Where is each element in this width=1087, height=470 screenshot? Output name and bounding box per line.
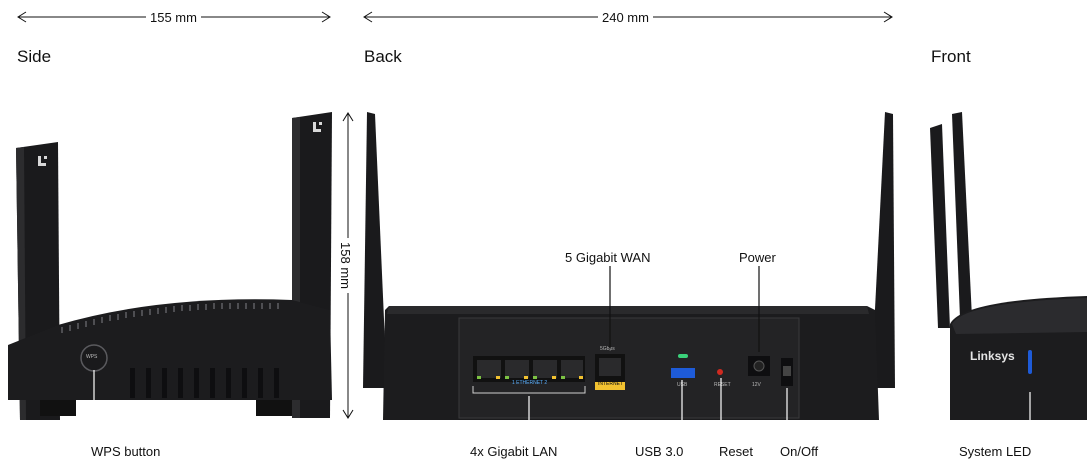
- internet-port-label: INTERNET: [598, 381, 623, 387]
- depth-dimension-label: 155 mm: [146, 10, 201, 25]
- system-led-callout: System LED: [959, 444, 1032, 459]
- wps-button-callout: WPS button: [91, 444, 161, 459]
- router-side-view: [8, 112, 332, 420]
- front-view-label: Front: [931, 47, 971, 66]
- ethernet-port-label: 1 ETHERNET 2: [512, 380, 548, 386]
- router-front-view: [930, 112, 1087, 420]
- back-view-label: Back: [364, 47, 402, 66]
- wan-callout: 5 Gigabit WAN: [565, 250, 651, 265]
- router-back-view: [363, 112, 895, 420]
- usb-callout: USB 3.0: [635, 444, 684, 459]
- lan-callout: 4x Gigabit LAN: [470, 444, 558, 459]
- onoff-callout: On/Off: [780, 444, 819, 459]
- wan-speed-label: 5Gbps: [600, 346, 615, 352]
- width-dimension-label: 240 mm: [598, 10, 653, 25]
- brand-logo: Linksys: [970, 349, 1015, 363]
- reset-port-label: RESET: [714, 382, 731, 388]
- system-led-callout-line: [1029, 392, 1031, 438]
- power-callout: Power: [739, 250, 776, 265]
- wps-label: WPS: [86, 354, 98, 360]
- side-view-label: Side: [17, 47, 52, 66]
- wps-callout-line: [93, 370, 95, 438]
- reset-callout: Reset: [719, 444, 753, 459]
- lan-ports: [472, 356, 586, 394]
- power-port-label: 12V: [752, 382, 761, 388]
